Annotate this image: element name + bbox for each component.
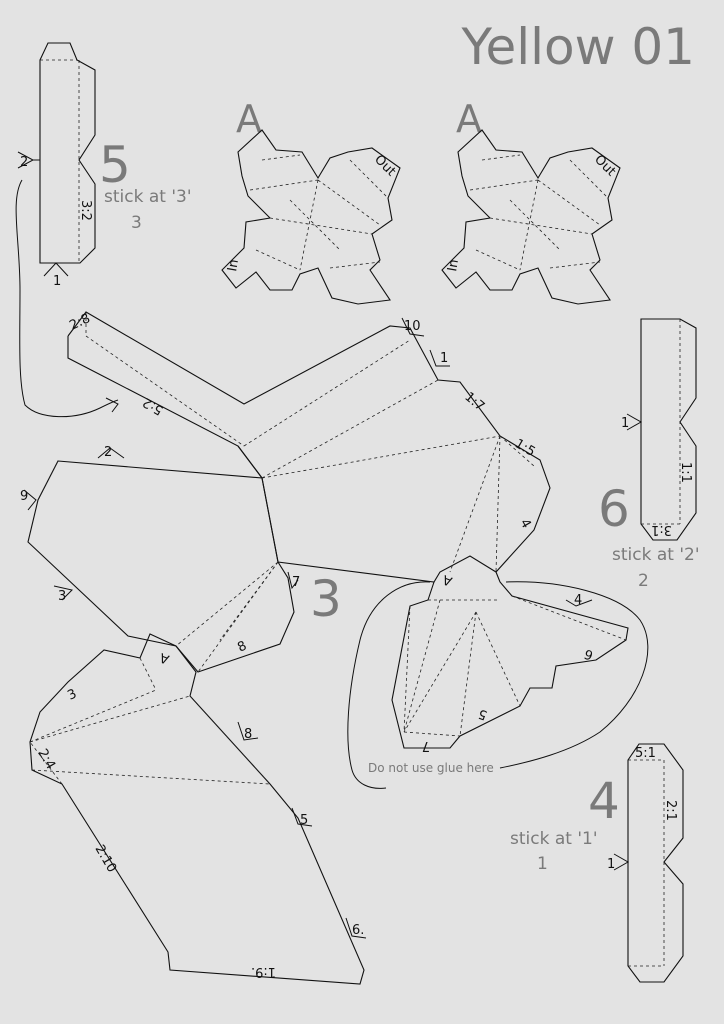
part-label: A bbox=[456, 97, 482, 141]
edge-label: 6 bbox=[582, 645, 595, 662]
edge-label: 4 bbox=[574, 593, 582, 608]
edge-label: 1 bbox=[621, 416, 629, 431]
part-label: A bbox=[158, 649, 172, 666]
piece-a-left: A Out In bbox=[221, 97, 401, 305]
instruction-text: stick at '3' bbox=[104, 187, 192, 207]
edge-label: 1 bbox=[607, 857, 615, 872]
edge-label: 8 bbox=[244, 727, 252, 742]
piece-a-right: A Out In bbox=[441, 97, 621, 305]
piece-5: 2 1 3:2 5 stick at '3' 3 bbox=[15, 42, 192, 418]
edge-label: 1:9. bbox=[251, 964, 276, 979]
edge-label: 2 bbox=[20, 155, 28, 170]
edge-label: 1:1 bbox=[678, 462, 693, 483]
edge-label: 6. bbox=[352, 923, 364, 938]
edge-label: 2:1 bbox=[663, 800, 678, 821]
edge-label: 5:1 bbox=[635, 746, 656, 761]
piece-3: A A 3 2:8 5:2 10 1 1:7 1:5 4 2 9 3 7 8 3… bbox=[20, 311, 649, 985]
edge-label: 5 bbox=[300, 813, 308, 828]
page-title: Yellow 01 bbox=[461, 18, 695, 76]
part-label: A bbox=[441, 571, 455, 588]
tab-word-out: Out bbox=[591, 152, 618, 179]
piece-number: 5 bbox=[99, 136, 131, 194]
instruction-text: stick at '1' bbox=[510, 829, 598, 849]
edge-label: 3:1 bbox=[651, 522, 672, 537]
edge-label: 3:2 bbox=[78, 200, 93, 221]
edge-label: 1 bbox=[53, 274, 61, 289]
edge-label: 1 bbox=[440, 351, 448, 366]
edge-label: 7 bbox=[422, 738, 430, 753]
piece-number: 6 bbox=[598, 480, 630, 538]
instruction-text: stick at '2' bbox=[612, 545, 700, 565]
edge-label: 9 bbox=[20, 489, 28, 504]
instruction-text: 2 bbox=[638, 571, 649, 591]
edge-label: 2:4 bbox=[35, 747, 58, 773]
tab-word-in: In bbox=[445, 258, 462, 272]
piece-4: 1 5:1 2:1 4 stick at '1' 1 bbox=[510, 743, 684, 983]
tab-word-out: Out bbox=[371, 152, 398, 179]
piece-number: 3 bbox=[310, 570, 342, 628]
edge-label: 5 bbox=[476, 705, 489, 722]
edge-label: 3 bbox=[58, 589, 66, 604]
edge-label: 2:10 bbox=[92, 843, 120, 876]
edge-label: 1:7 bbox=[461, 390, 487, 415]
edge-label: 2:8 bbox=[67, 311, 92, 333]
part-label: A bbox=[236, 97, 262, 141]
piece-number: 4 bbox=[588, 772, 620, 830]
instruction-text: 1 bbox=[537, 854, 548, 874]
tab-word-in: In bbox=[225, 258, 242, 272]
edge-label: 4 bbox=[517, 517, 534, 532]
piece-6: 1 1:1 3:1 6 stick at '2' 2 bbox=[598, 318, 700, 591]
glue-note: Do not use glue here bbox=[368, 761, 494, 775]
instruction-text: 3 bbox=[131, 213, 142, 233]
edge-label: 3 bbox=[65, 687, 79, 704]
edge-label: 8 bbox=[235, 639, 249, 656]
edge-label: 2 bbox=[104, 445, 112, 460]
